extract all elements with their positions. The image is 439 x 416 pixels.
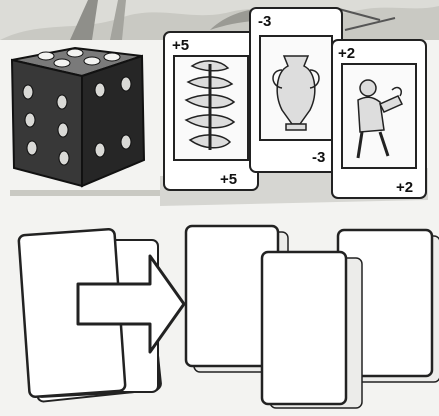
card-plus-two[interactable]: +2 +2 [332, 40, 426, 198]
dealt-card-middle [262, 252, 346, 404]
card-bottom-value: +5 [220, 171, 237, 188]
die-shadow [10, 190, 160, 196]
dealt-cards[interactable] [186, 226, 439, 408]
card-bottom-value: -3 [312, 149, 325, 166]
card-top-value: +2 [338, 45, 355, 62]
die-left-face [12, 60, 82, 186]
die-right-face [82, 56, 144, 186]
card-bottom-value: +2 [396, 179, 413, 196]
card-minus-three[interactable]: -3 -3 [250, 8, 342, 172]
card-plus-five[interactable]: +5 +5 [164, 32, 258, 190]
die[interactable] [10, 48, 160, 196]
card-top-value: +5 [172, 37, 189, 54]
card-top-value: -3 [258, 13, 271, 30]
